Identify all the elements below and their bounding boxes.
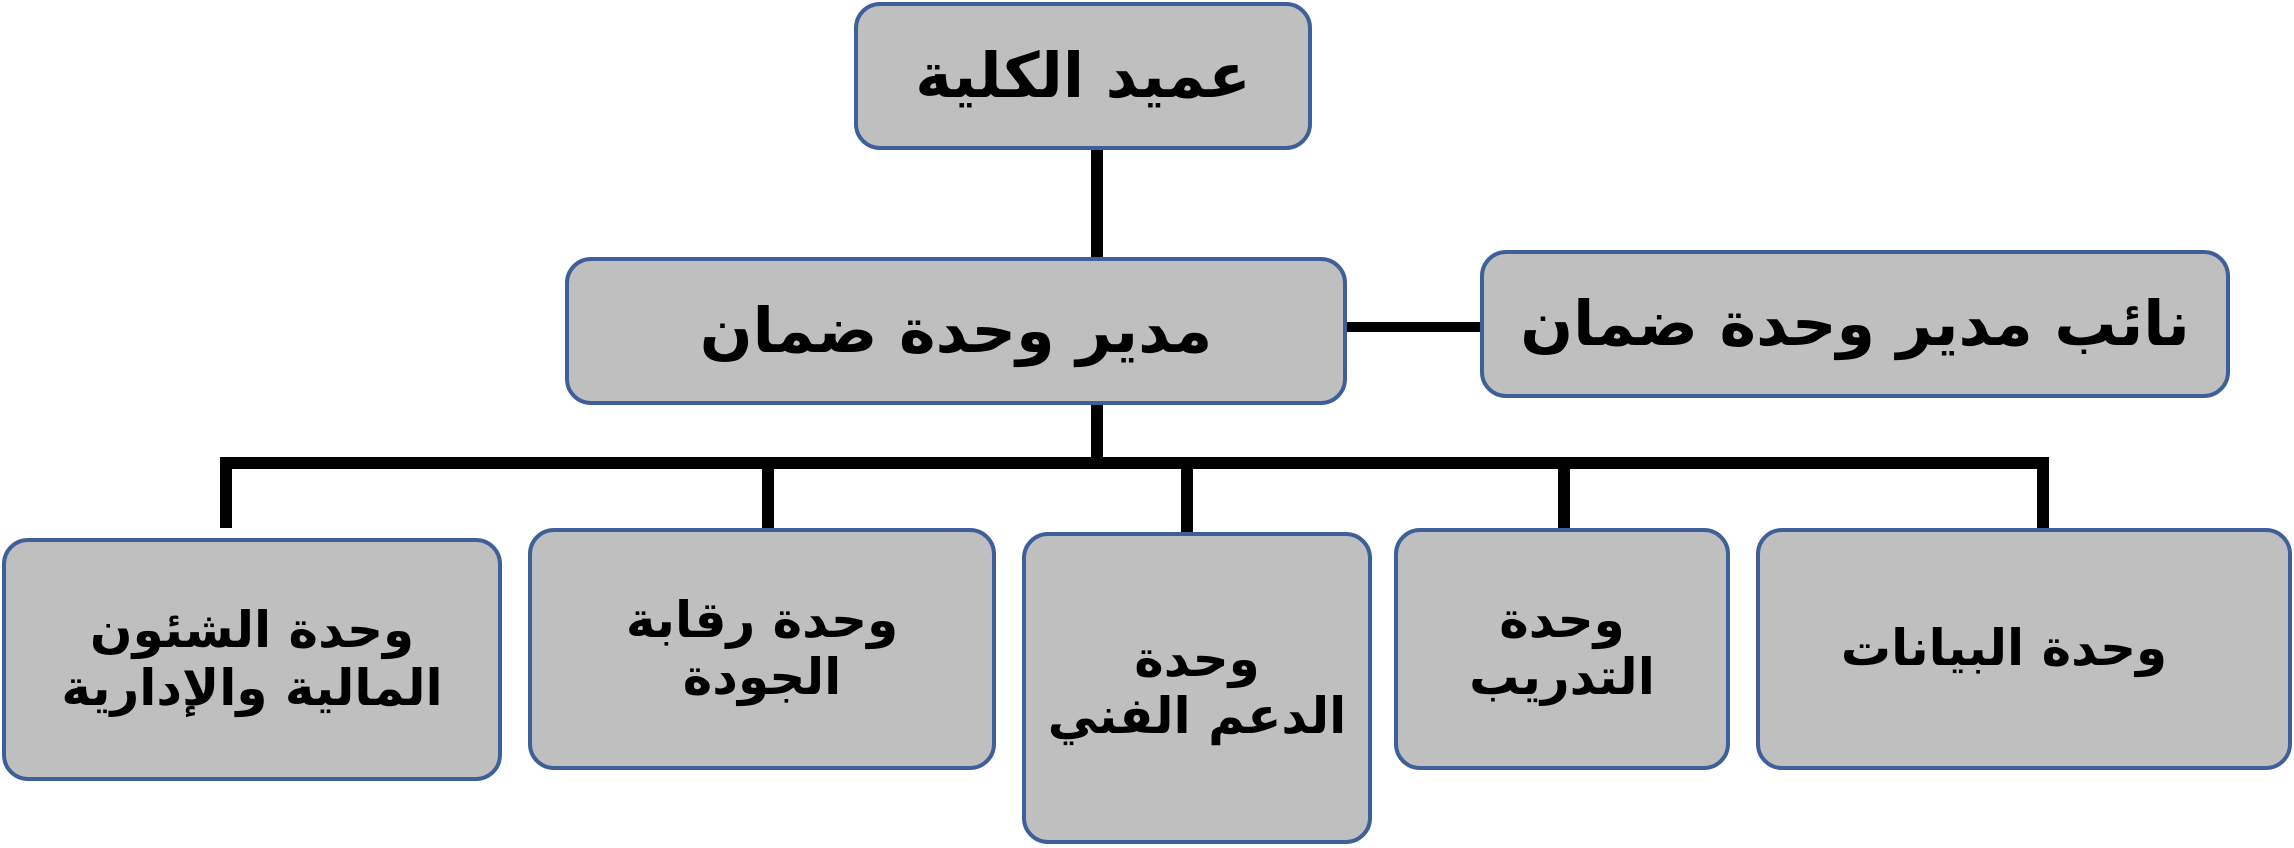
quality-unit-drop (762, 457, 774, 528)
deputy-label: نائب مدير وحدة ضمان (1520, 287, 2190, 361)
support-unit-drop (1181, 457, 1193, 532)
data-unit-box: وحدة البيانات (1756, 528, 2292, 770)
dean-label: عميد الكلية (915, 39, 1251, 113)
director-box: مدير وحدة ضمان (565, 257, 1347, 405)
deputy-box: نائب مدير وحدة ضمان (1480, 250, 2230, 398)
finance-admin-unit-label: وحدة الشئون المالية والإدارية (61, 601, 443, 717)
quality-control-unit-label: وحدة رقابة الجودة (625, 590, 899, 706)
training-unit-drop (1558, 457, 1570, 528)
director-units-trunk (1091, 405, 1103, 462)
training-unit-label: وحدة التدريب (1469, 590, 1655, 706)
units-horizontal-bus (220, 457, 2049, 469)
training-unit-box: وحدة التدريب (1394, 528, 1730, 770)
finance-unit-drop (220, 457, 232, 528)
data-unit-drop (2037, 457, 2049, 528)
finance-admin-unit-box: وحدة الشئون المالية والإدارية (2, 538, 502, 781)
dean-director-connector (1091, 150, 1103, 257)
dean-box: عميد الكلية (854, 2, 1312, 150)
quality-control-unit-box: وحدة رقابة الجودة (528, 528, 996, 770)
data-unit-label: وحدة البيانات (1840, 619, 2168, 678)
technical-support-unit-label: وحدة الدعم الفني (1047, 629, 1347, 745)
technical-support-unit-box: وحدة الدعم الفني (1022, 532, 1372, 844)
director-label: مدير وحدة ضمان (699, 294, 1213, 368)
director-deputy-connector (1347, 322, 1480, 332)
